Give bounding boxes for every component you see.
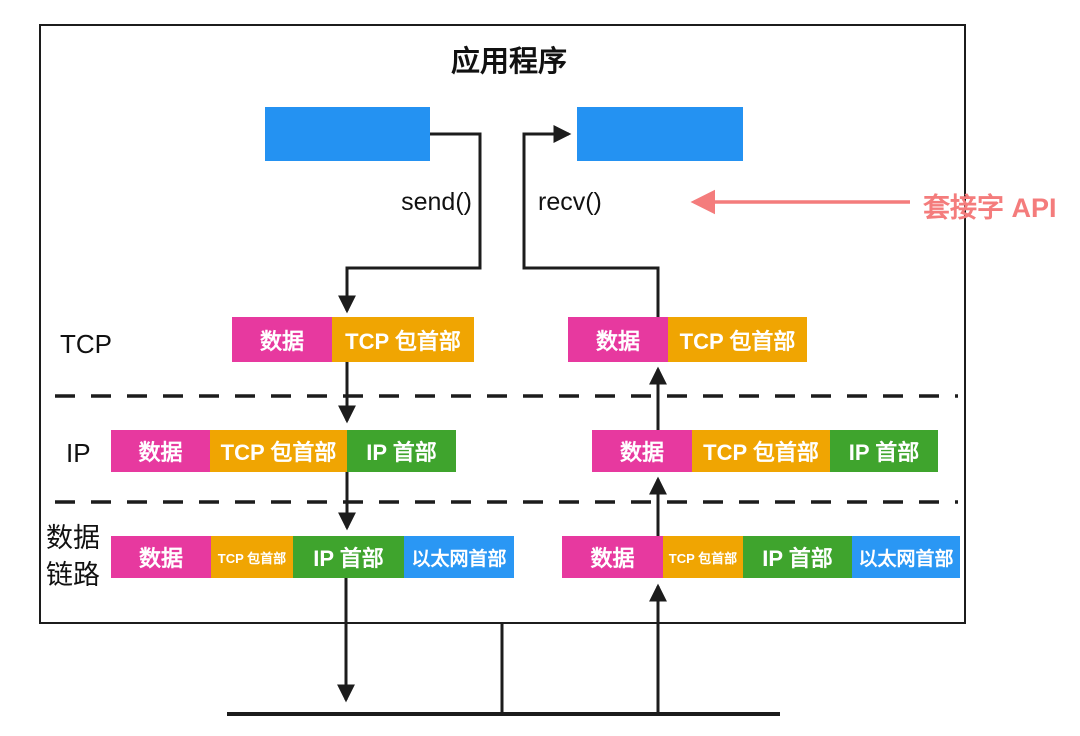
segment-ip-header: IP 首部	[347, 430, 456, 472]
tcp-packet-send: 数据 TCP 包首部	[232, 317, 474, 362]
datalink-packet-send: 数据 TCP 包首部 IP 首部 以太网首部	[111, 536, 514, 578]
tcp-packet-recv: 数据 TCP 包首部	[568, 317, 807, 362]
recv-call-label: recv()	[538, 188, 602, 216]
segment-ip-header: IP 首部	[830, 430, 938, 472]
segment-tcp-header: TCP 包首部	[332, 317, 474, 362]
socket-api-label: 套接字 API	[923, 193, 1057, 223]
layer-label-datalink-line1: 数据	[46, 523, 100, 553]
segment-data: 数据	[562, 536, 663, 578]
segment-data: 数据	[111, 536, 211, 578]
layer-label-tcp: TCP	[60, 329, 112, 359]
ip-packet-recv: 数据 TCP 包首部 IP 首部	[592, 430, 938, 472]
ip-packet-send: 数据 TCP 包首部 IP 首部	[111, 430, 456, 472]
app-title: 应用程序	[450, 46, 567, 78]
segment-data: 数据	[568, 317, 668, 362]
segment-tcp-header: TCP 包首部	[668, 317, 807, 362]
segment-ethernet-header: 以太网首部	[404, 536, 514, 578]
send-flow-arrow	[338, 132, 482, 314]
segment-ip-header: IP 首部	[743, 536, 852, 578]
recv-buffer	[577, 107, 743, 161]
send-call-label: send()	[401, 188, 472, 216]
send-buffer	[265, 107, 430, 161]
layer-label-datalink: 数据 链路	[46, 520, 100, 594]
layer-label-ip: IP	[66, 438, 91, 468]
segment-data: 数据	[111, 430, 210, 472]
segment-data: 数据	[592, 430, 692, 472]
segment-data: 数据	[232, 317, 332, 362]
segment-tcp-header: TCP 包首部	[663, 536, 743, 578]
datalink-packet-recv: 数据 TCP 包首部 IP 首部 以太网首部	[562, 536, 960, 578]
segment-tcp-header: TCP 包首部	[211, 536, 293, 578]
layer-label-datalink-line2: 链路	[46, 560, 100, 590]
segment-tcp-header: TCP 包首部	[692, 430, 830, 472]
recv-flow-arrow	[522, 125, 660, 317]
segment-ethernet-header: 以太网首部	[852, 536, 960, 578]
segment-ip-header: IP 首部	[293, 536, 404, 578]
host-box	[39, 24, 966, 624]
segment-tcp-header: TCP 包首部	[210, 430, 347, 472]
